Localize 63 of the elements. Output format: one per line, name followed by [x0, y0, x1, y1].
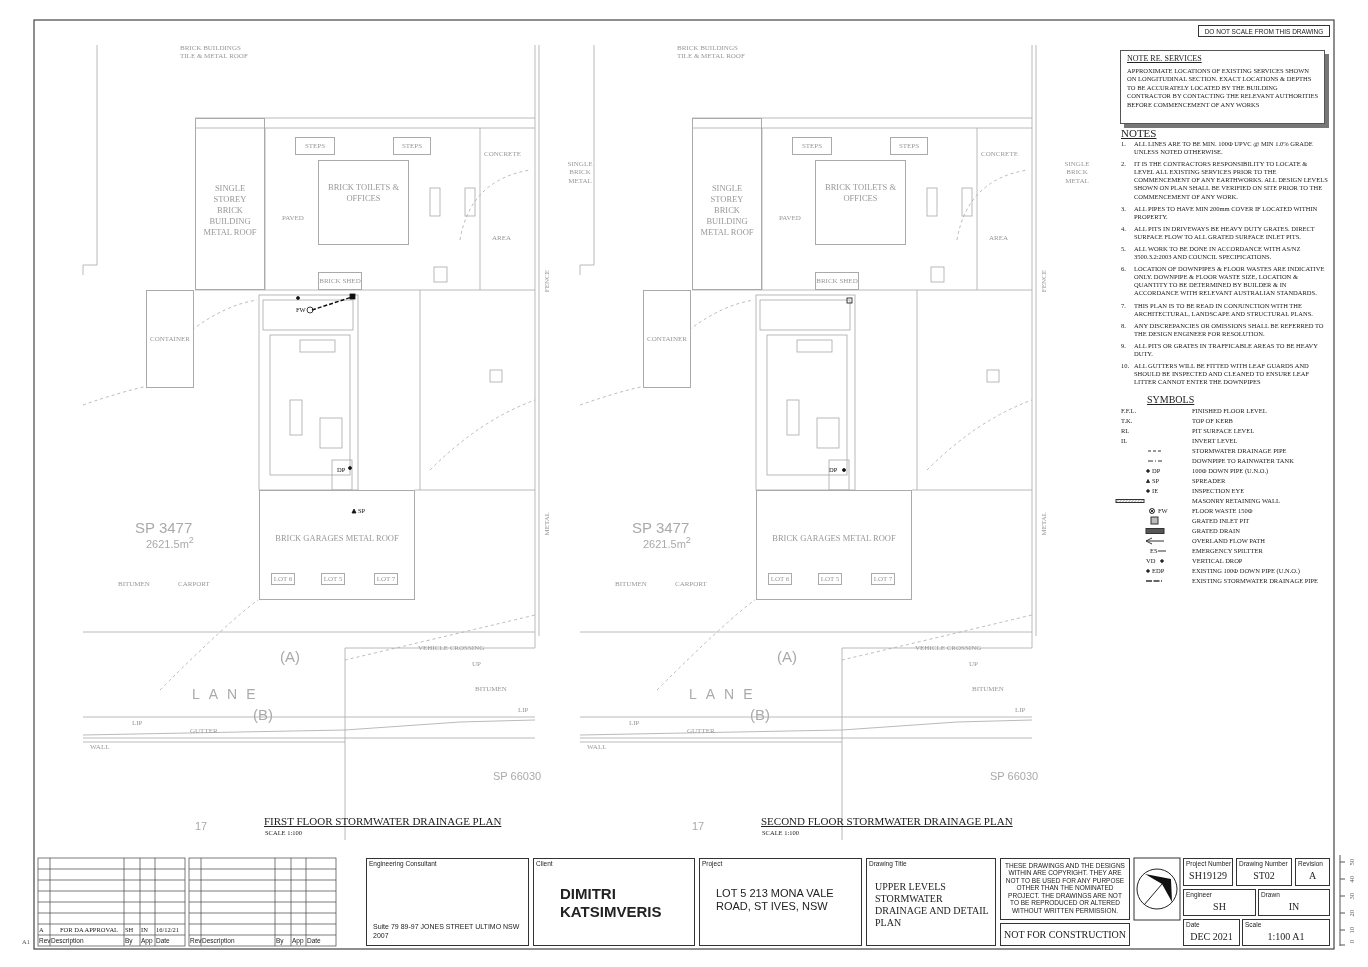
room-box	[815, 272, 859, 290]
building-outline	[195, 118, 265, 290]
garage-outline	[259, 490, 415, 600]
title-block-cell	[1242, 919, 1330, 946]
cell-value: UPPER LEVELS STORMWATER DRAINAGE AND DETAIL PLAN	[875, 881, 990, 929]
status-text: NOT FOR CONSTRUCTION	[1002, 929, 1128, 940]
cell-value: LOT 5 213 MONA VALE ROAD, ST IVES, NSW	[716, 887, 835, 914]
building-label: SINGLE STOREY BRICK BUILDING METAL ROOF	[699, 183, 755, 239]
status-box	[1000, 923, 1130, 946]
lot-number: SP 3477	[135, 519, 193, 537]
lot-number: 17	[692, 820, 705, 834]
title-block-cell	[1295, 858, 1330, 886]
garage-outline	[756, 490, 912, 600]
room-box	[792, 137, 832, 155]
cell-value: 1:100 A1	[1266, 931, 1306, 943]
area-label: 2621.5m$^{2}$	[146, 535, 194, 551]
cell-value: SH	[1212, 901, 1227, 913]
title-block-cell	[1236, 858, 1292, 886]
lot-number: SP 66030	[990, 770, 1039, 784]
section-marker: (A)	[280, 648, 300, 666]
room-box	[890, 137, 928, 155]
title-block-cell	[1258, 889, 1330, 916]
title-block-cell	[1183, 858, 1233, 886]
cell-value: SH19129	[1188, 870, 1228, 882]
drawing-title: FIRST FLOOR STORMWATER DRAINAGE PLAN	[264, 815, 502, 829]
drawing-title: SECOND FLOOR STORMWATER DRAINAGE PLAN	[761, 815, 1013, 829]
building-outline	[318, 160, 409, 245]
road-name: LANE	[192, 686, 265, 703]
section-marker: (B)	[750, 706, 770, 724]
section-marker: (A)	[777, 648, 797, 666]
title-block-cell	[866, 858, 996, 946]
room-box	[295, 137, 335, 155]
title-block-cell	[699, 858, 862, 946]
title-block-cell	[533, 858, 695, 946]
room-box	[146, 290, 194, 388]
building-outline	[692, 118, 762, 290]
room-box	[318, 272, 362, 290]
lot-number: SP 66030	[493, 770, 542, 784]
section-heading: NOTES	[1121, 127, 1157, 141]
cell-value: IN	[1287, 901, 1301, 913]
building-label: SINGLE STOREY BRICK BUILDING METAL ROOF	[202, 183, 258, 239]
title-block-cell	[1183, 919, 1240, 946]
section-heading: SYMBOLS	[1147, 394, 1195, 406]
lot-number: SP 3477	[632, 519, 690, 537]
cell-value: A	[1307, 870, 1318, 882]
client-name: DIMITRI KATSIMVERIS	[560, 885, 663, 921]
title-block-cell	[366, 858, 529, 946]
note-heading: NOTE RE. SERVICES	[1127, 54, 1202, 63]
building-outline	[815, 160, 906, 245]
building-label: BRICK TOILETS & OFFICES	[327, 181, 400, 204]
building-label: BRICK GARAGES METAL ROOF	[771, 533, 897, 545]
area-label: 2621.5m$^{2}$	[643, 535, 691, 551]
road-name: LANE	[689, 686, 762, 703]
cell-value: ST02	[1252, 870, 1276, 882]
room-box	[393, 137, 431, 155]
cell-value: DEC 2021	[1189, 931, 1234, 943]
room-box	[643, 290, 691, 388]
building-label: BRICK GARAGES METAL ROOF	[274, 533, 400, 545]
section-marker: (B)	[253, 706, 273, 724]
title-block-cell	[1183, 889, 1256, 916]
warning-box	[1198, 25, 1330, 37]
lot-number: 17	[195, 820, 208, 834]
building-label: BRICK TOILETS & OFFICES	[824, 181, 897, 204]
